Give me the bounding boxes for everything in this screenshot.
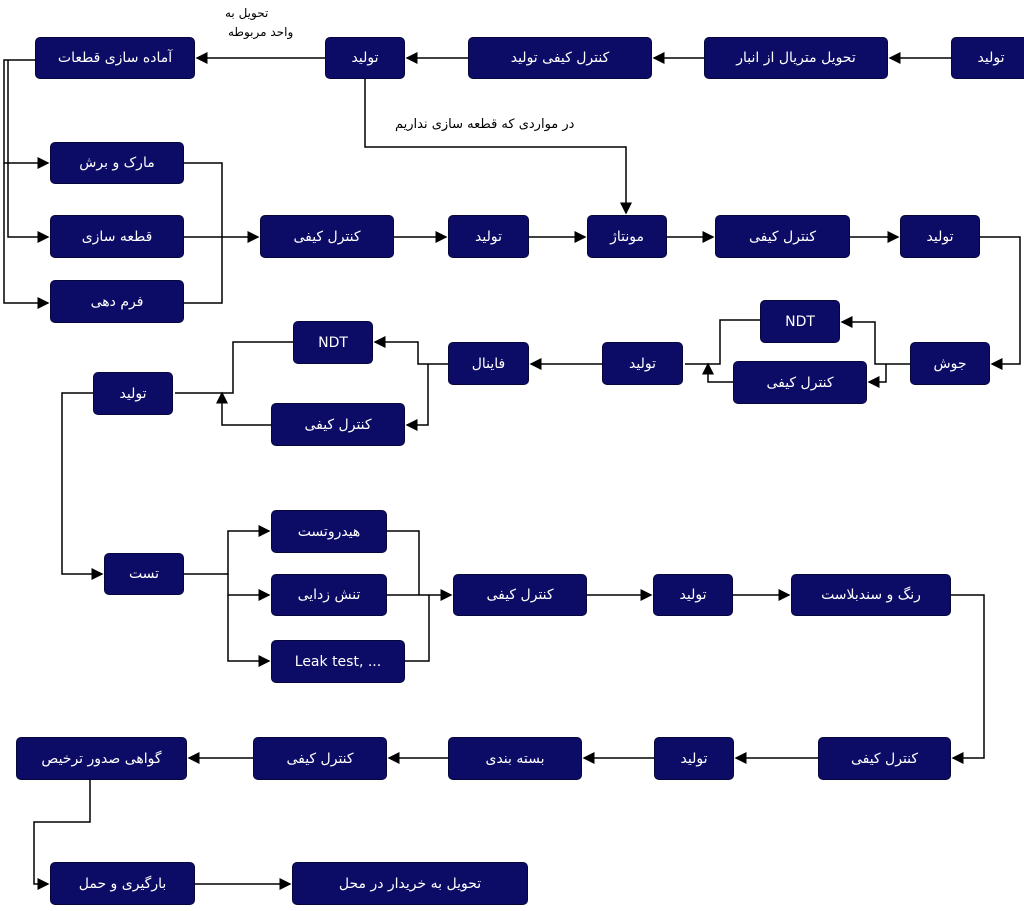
edge bbox=[685, 319, 760, 383]
node-qc[interactable]: کنترل کیفی bbox=[818, 737, 951, 780]
edge bbox=[175, 341, 293, 426]
edge bbox=[3, 59, 50, 169]
node-welding[interactable]: جوش bbox=[910, 342, 990, 385]
node-mark-cut[interactable]: مارک و برش bbox=[50, 142, 184, 184]
edge bbox=[387, 530, 451, 662]
node-qc-production[interactable]: کنترل کیفی تولید bbox=[468, 37, 652, 79]
node-ndt[interactable]: NDT bbox=[293, 321, 373, 364]
node-assembly[interactable]: مونتاژ bbox=[587, 215, 667, 258]
node-qc[interactable]: کنترل کیفی bbox=[271, 403, 405, 446]
node-qc[interactable]: کنترل کیفی bbox=[453, 574, 587, 616]
node-qc[interactable]: کنترل کیفی bbox=[253, 737, 387, 780]
node-hydrotest[interactable]: هیدروتست bbox=[271, 510, 387, 553]
node-test[interactable]: تست bbox=[104, 553, 184, 595]
no-parts-label: در مواردی که قطعه سازی نداریم bbox=[395, 117, 575, 132]
node-delivery-to-buyer[interactable]: تحویل به خریدار در محل bbox=[292, 862, 528, 905]
edge bbox=[980, 236, 1021, 370]
node-production[interactable]: تولید bbox=[602, 342, 683, 385]
node-final[interactable]: فاینال bbox=[448, 342, 529, 385]
edge bbox=[33, 780, 91, 890]
node-leak-test[interactable]: Leak test, ... bbox=[271, 640, 405, 683]
node-qc[interactable]: کنترل کیفی bbox=[715, 215, 850, 258]
node-production[interactable]: تولید bbox=[654, 737, 734, 780]
node-production[interactable]: تولید bbox=[900, 215, 980, 258]
node-stress-relief[interactable]: تنش زدایی bbox=[271, 574, 387, 616]
node-fabricate[interactable]: قطعه سازی bbox=[50, 215, 184, 258]
node-production-start[interactable]: تولید bbox=[951, 37, 1024, 79]
edge bbox=[951, 594, 985, 764]
edge bbox=[7, 60, 50, 243]
node-production[interactable]: تولید bbox=[93, 372, 173, 415]
node-production[interactable]: تولید bbox=[325, 37, 405, 79]
handover-label-line2: واحد مربوطه bbox=[228, 25, 294, 39]
node-ndt[interactable]: NDT bbox=[760, 300, 840, 343]
edge bbox=[840, 316, 910, 365]
edge bbox=[61, 392, 104, 580]
node-packing[interactable]: بسته بندی bbox=[448, 737, 582, 780]
edge bbox=[184, 525, 271, 575]
node-paint-sandblast[interactable]: رنگ و سندبلاست bbox=[791, 574, 951, 616]
node-qc[interactable]: کنترل کیفی bbox=[260, 215, 394, 258]
node-production[interactable]: تولید bbox=[448, 215, 529, 258]
handover-label-line1: تحویل به bbox=[225, 6, 269, 20]
node-production[interactable]: تولید bbox=[653, 574, 733, 616]
node-material-delivery[interactable]: تحویل متریال از انبار bbox=[704, 37, 888, 79]
node-prep-parts[interactable]: آماده سازی قطعات bbox=[35, 37, 195, 79]
edge bbox=[184, 162, 258, 304]
edge bbox=[405, 364, 429, 431]
edge bbox=[227, 574, 271, 601]
node-clearance-certificate[interactable]: گواهی صدور ترخیص bbox=[16, 737, 187, 780]
node-forming[interactable]: فرم دهی bbox=[50, 280, 184, 323]
edge bbox=[364, 79, 632, 215]
edge bbox=[867, 364, 887, 388]
edge bbox=[3, 163, 50, 309]
node-qc[interactable]: کنترل کیفی bbox=[733, 361, 867, 404]
edge bbox=[227, 595, 271, 667]
edge bbox=[373, 336, 448, 365]
node-loading-transport[interactable]: بارگیری و حمل bbox=[50, 862, 195, 905]
